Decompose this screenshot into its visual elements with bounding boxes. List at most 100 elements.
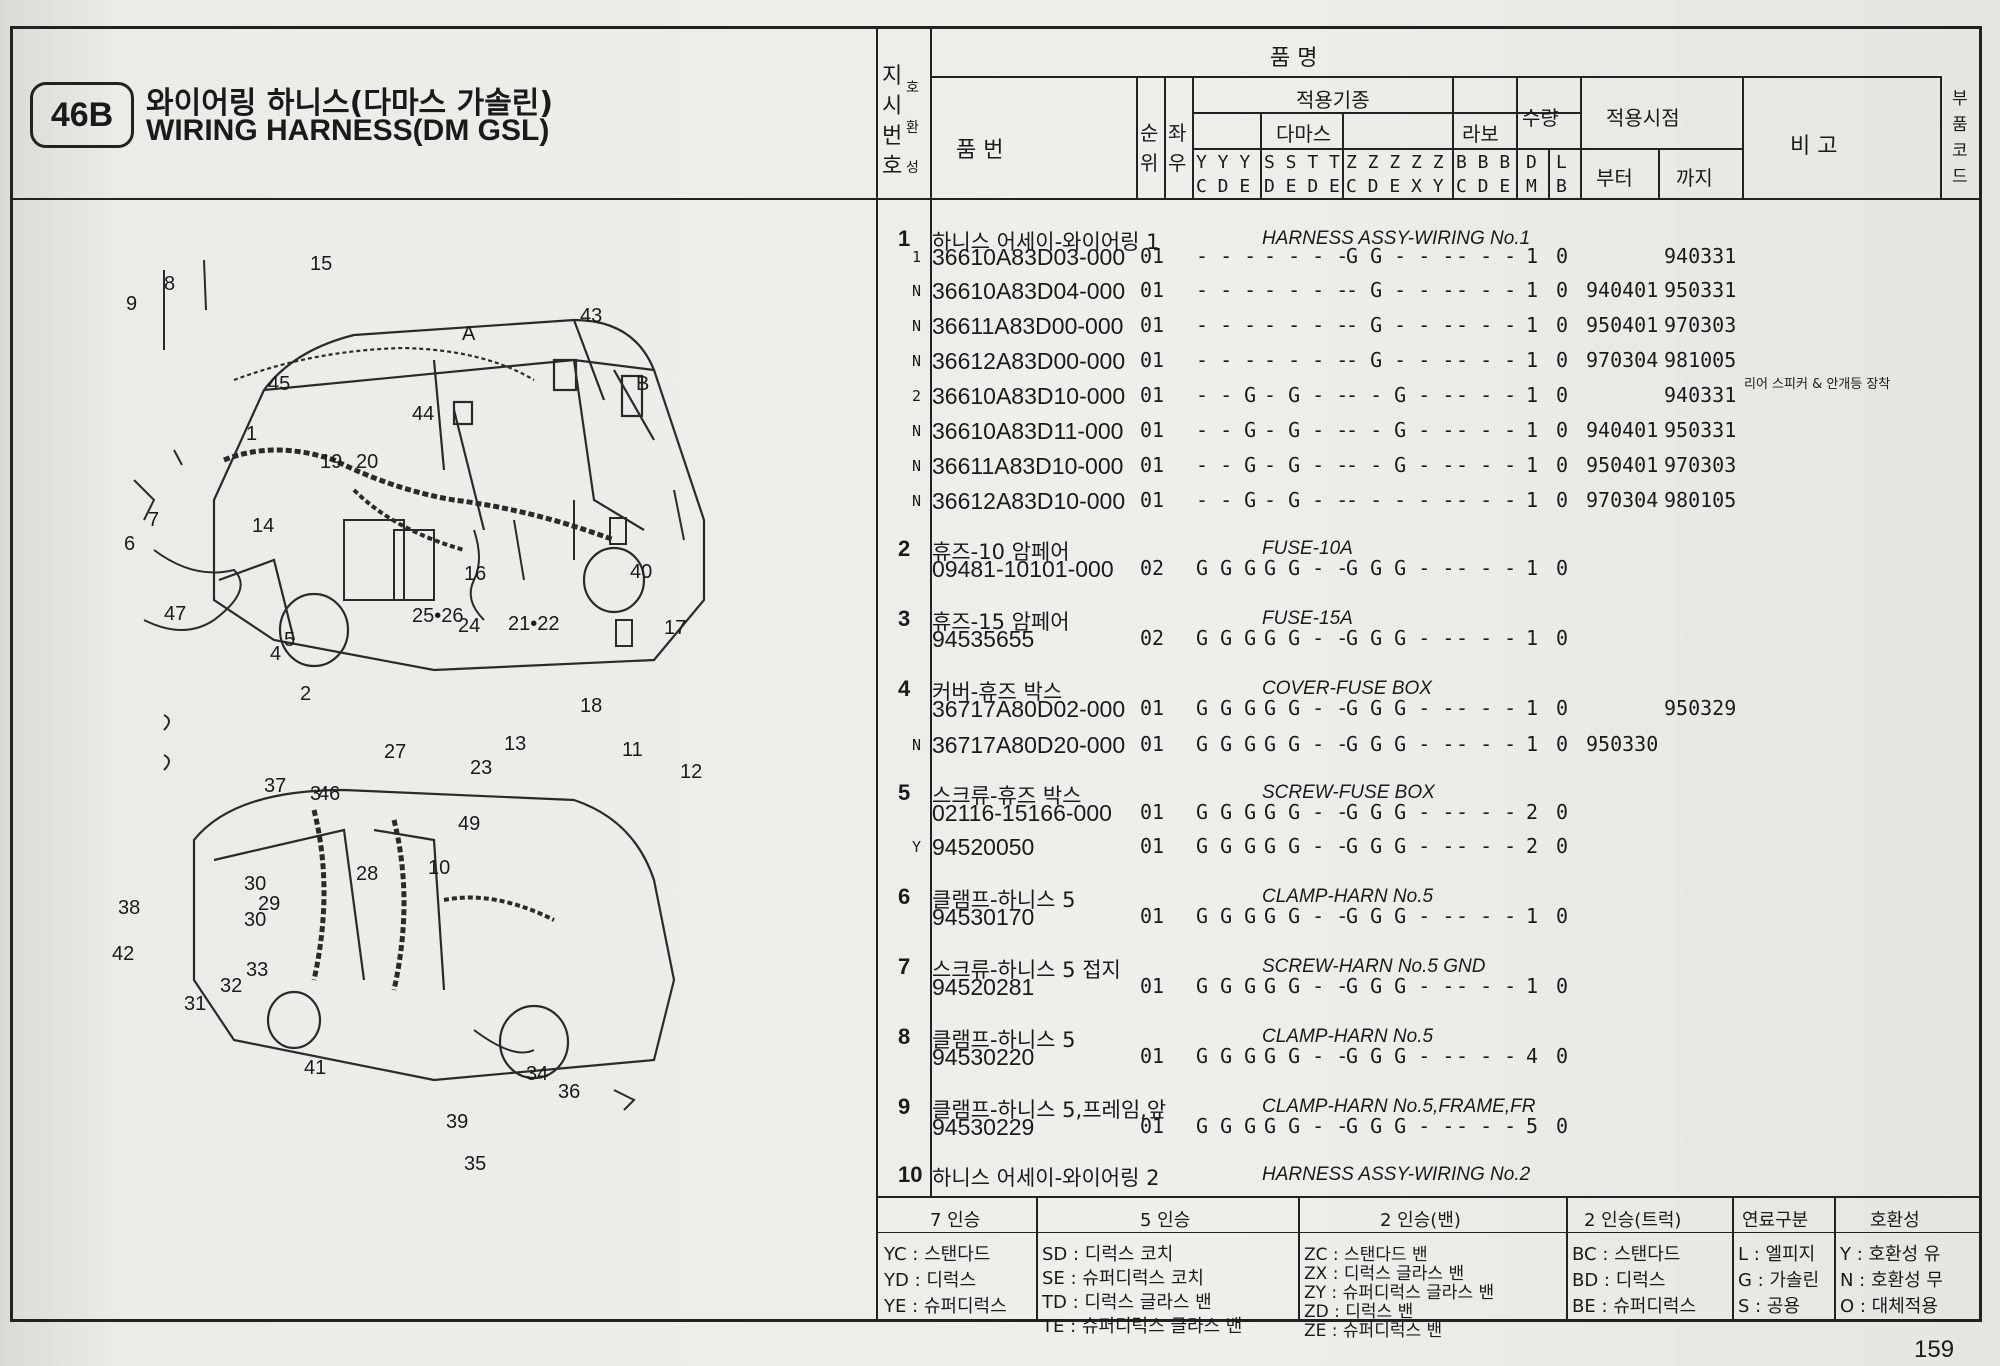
legend-item: BE : 슈퍼디럭스 [1572, 1296, 1697, 1317]
part-pn: 36717A80D20-000 [932, 732, 1126, 758]
item-number: 1 [898, 226, 911, 251]
part-seq: 01 [1140, 418, 1165, 442]
part-s: G G - - [1264, 696, 1349, 720]
part-l: 0 [1556, 348, 1569, 372]
part-y: G G G [1196, 974, 1257, 998]
title-english: WIRING HARNESS(DM GSL) [146, 114, 550, 147]
callout-25-26: 25•26 [412, 605, 464, 627]
legend-item: YC : 스탠다드 [884, 1244, 991, 1265]
callout-28: 28 [356, 863, 378, 885]
part-pn: 94530220 [932, 1044, 1035, 1070]
part-to: 940331 [1664, 244, 1737, 268]
col-rule [1452, 76, 1454, 198]
part-to: 981005 [1664, 348, 1737, 372]
item-number: 3 [898, 606, 911, 631]
part-d: 1 [1526, 732, 1539, 756]
part-flag: 1 [912, 248, 922, 266]
part-y: - - G [1196, 453, 1257, 477]
legend-title-col2v: 2 인승(밴) [1380, 1210, 1461, 1231]
part-seq: 02 [1140, 626, 1165, 650]
item-name-korean: 스크류-하니스 5 접지 [932, 958, 1121, 982]
part-pn: 36612A83D00-000 [932, 348, 1126, 374]
callout-39: 39 [446, 1111, 468, 1133]
part-d: 1 [1526, 556, 1539, 580]
col-rule [1940, 76, 1942, 198]
item-number: 6 [898, 884, 911, 909]
rule [1192, 112, 1580, 114]
item-name-english: CLAMP-HARN No.5,FRAME,FR [1262, 1096, 1536, 1117]
callout-10: 10 [428, 857, 450, 879]
part-note: 리어 스피커 & 안개등 장착 [1744, 377, 1891, 392]
part-s: - G - - [1264, 488, 1349, 512]
callout-45: 45 [268, 373, 290, 395]
part-b: - - - [1456, 244, 1517, 268]
part-y: G G G [1196, 1044, 1257, 1068]
part-seq: 01 [1140, 278, 1165, 302]
part-d: 1 [1526, 348, 1539, 372]
header-damas: 다마스 [1276, 122, 1332, 146]
legend-item: O : 대체적용 [1840, 1296, 1938, 1317]
callout-15: 15 [310, 253, 332, 275]
part-s: - G - - [1264, 418, 1349, 442]
part-y: G G G [1196, 1114, 1257, 1138]
part-b: - - - [1456, 278, 1517, 302]
part-b: - - - [1456, 626, 1517, 650]
part-flag: N [912, 457, 922, 475]
callout-2: 2 [300, 683, 311, 705]
part-l: 0 [1556, 696, 1569, 720]
part-pn: 94520050 [932, 834, 1035, 860]
part-flag: 2 [912, 387, 922, 405]
part-y: - - - [1196, 313, 1257, 337]
part-pn: 94530170 [932, 904, 1035, 930]
callout-19: 19 [320, 451, 342, 473]
part-y: G G G [1196, 904, 1257, 928]
part-l: 0 [1556, 800, 1569, 824]
legend-rule [1298, 1196, 1300, 1322]
part-d: 1 [1526, 244, 1539, 268]
part-b: - - - [1456, 313, 1517, 337]
part-l: 0 [1556, 732, 1569, 756]
callout-B: B [636, 373, 649, 395]
part-pn: 02116-15166-000 [932, 800, 1112, 826]
part-seq: 01 [1140, 1044, 1165, 1068]
col-rule [1580, 76, 1582, 198]
part-l: 0 [1556, 244, 1569, 268]
part-d: 1 [1526, 626, 1539, 650]
part-b: - - - [1456, 418, 1517, 442]
part-pn: 09481-10101-000 [932, 556, 1114, 582]
legend-item: BD : 디럭스 [1572, 1270, 1666, 1291]
part-z: G G G - - [1346, 732, 1455, 756]
callout-17: 17 [664, 617, 686, 639]
item-name-korean: 휴즈-15 암페어 [932, 610, 1070, 634]
part-z: G G G - - [1346, 1114, 1455, 1138]
callout-49: 49 [458, 813, 480, 835]
legend-top-rule [876, 1196, 1982, 1198]
section-code-badge: 46B [30, 82, 134, 148]
part-l: 0 [1556, 904, 1569, 928]
legend-rule [1036, 1196, 1038, 1322]
header-buteo: 부터 [1596, 166, 1633, 190]
legend-rule [1732, 1196, 1734, 1322]
callout-37: 37 [264, 775, 286, 797]
part-y: - - - [1196, 244, 1257, 268]
item-name-korean: 클램프-하니스 5 [932, 1028, 1076, 1052]
part-pn: 36717A80D02-000 [932, 696, 1126, 722]
part-b: - - - [1456, 696, 1517, 720]
part-z: - G - - - [1346, 348, 1455, 372]
callout-36: 36 [558, 1081, 580, 1103]
part-seq: 01 [1140, 732, 1165, 756]
item-number: 2 [898, 536, 911, 561]
item-name-english: CLAMP-HARN No.5 [1262, 886, 1434, 907]
part-seq: 01 [1140, 974, 1165, 998]
qty-l-top: L [1556, 152, 1567, 173]
callout-23: 23 [470, 757, 492, 779]
damas-codes-y-bottom: C D E [1196, 176, 1251, 197]
callout-7: 7 [148, 509, 159, 531]
part-l: 0 [1556, 556, 1569, 580]
part-d: 1 [1526, 383, 1539, 407]
callout-40: 40 [630, 561, 652, 583]
legend-rule [1566, 1196, 1568, 1322]
